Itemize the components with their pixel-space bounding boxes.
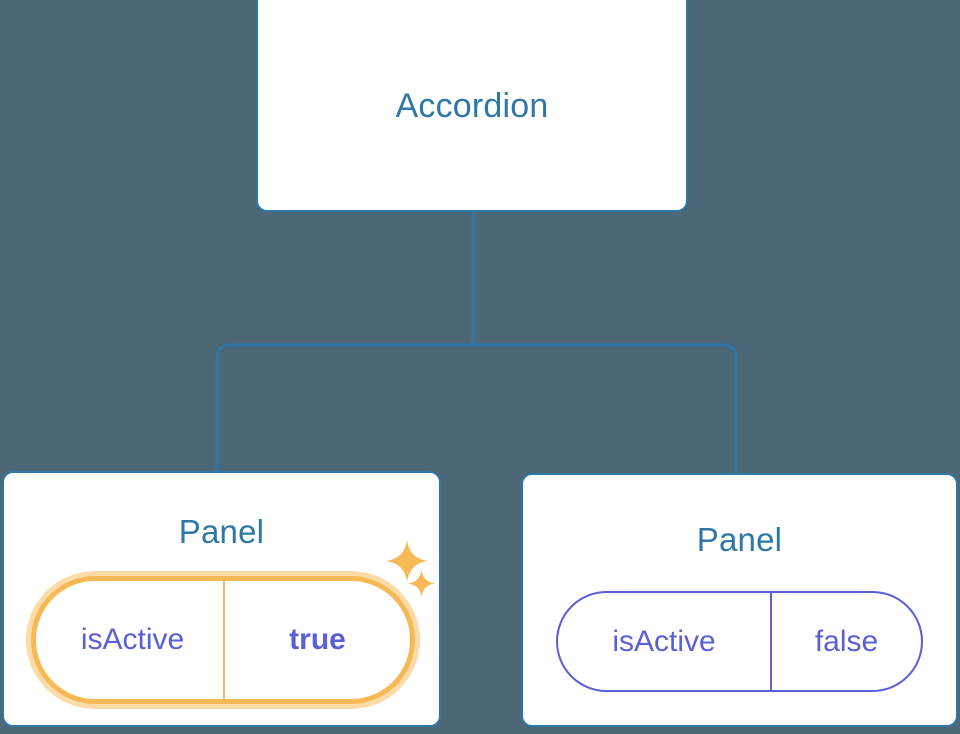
prop-divider-right xyxy=(770,593,772,690)
prop-value-true: true xyxy=(289,623,346,656)
prop-pill-isactive-true[interactable]: isActive true xyxy=(31,576,415,704)
node-title-panel-left: Panel xyxy=(178,513,265,550)
prop-name-isactive-right: isActive xyxy=(612,624,716,658)
connector-branch-bar xyxy=(215,343,738,473)
prop-divider-left xyxy=(223,581,225,699)
node-card-accordion[interactable]: Accordion xyxy=(256,0,688,212)
prop-name-isactive-left: isActive xyxy=(80,623,185,656)
prop-pill-isactive-false[interactable]: isActive false xyxy=(556,591,923,692)
prop-value-false: false xyxy=(814,624,879,658)
node-title-accordion: Accordion xyxy=(395,86,549,125)
node-title-panel-right: Panel xyxy=(696,521,783,558)
